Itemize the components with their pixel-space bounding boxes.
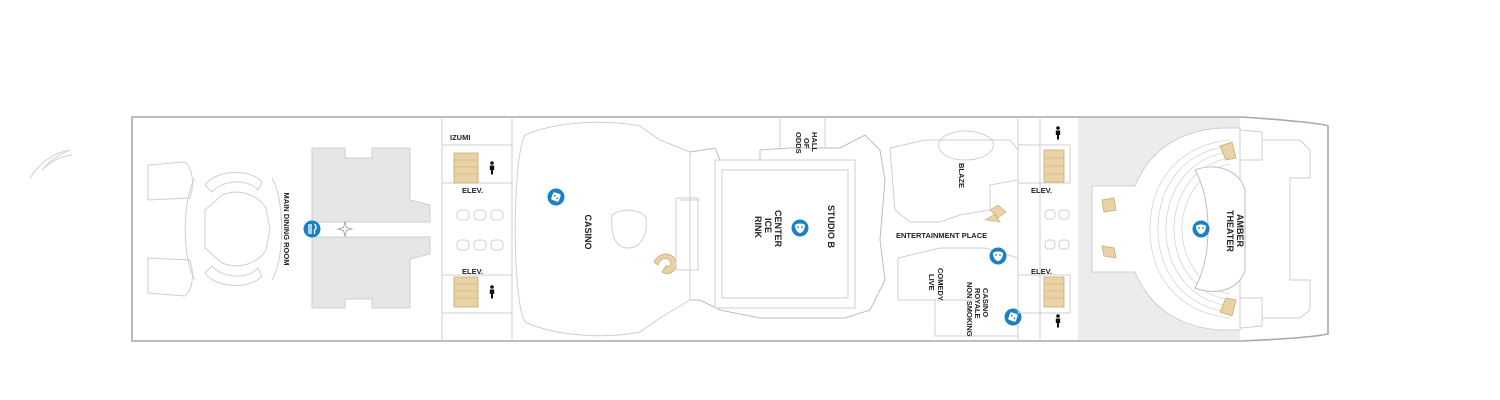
dice-icon[interactable] bbox=[1004, 308, 1022, 326]
mask-icon[interactable] bbox=[791, 219, 809, 237]
svg-text:LIVE: LIVE bbox=[927, 274, 936, 291]
svg-text:NON SMOKING: NON SMOKING bbox=[965, 282, 974, 337]
blaze-label: BLAZE bbox=[957, 163, 966, 188]
amber-theater-area bbox=[1078, 118, 1311, 340]
svg-text:RINK: RINK bbox=[753, 216, 763, 238]
amber-theater-label: AMBER THEATER bbox=[1225, 210, 1245, 252]
fork-knife-icon[interactable] bbox=[303, 220, 321, 238]
comedy-live-label: COMEDY LIVE bbox=[927, 268, 945, 301]
forward-core bbox=[441, 117, 513, 341]
studio-b-label: STUDIO B bbox=[826, 205, 836, 249]
aft-core bbox=[1017, 144, 1071, 314]
center-ice-rink-label: CENTER ICE RINK bbox=[753, 210, 783, 248]
bow-wave-decoration bbox=[29, 149, 73, 179]
svg-text:THEATER: THEATER bbox=[1225, 210, 1235, 252]
main-dining-area bbox=[147, 147, 431, 309]
hall-of-odds-label: HALL OF ODDS bbox=[794, 132, 819, 154]
svg-text:ROYALE: ROYALE bbox=[973, 288, 982, 319]
svg-text:OF: OF bbox=[802, 138, 811, 149]
svg-text:CASINO: CASINO bbox=[981, 288, 990, 317]
elevator-label: ELEV. bbox=[462, 186, 483, 195]
elevator-label: ELEV. bbox=[1031, 267, 1052, 276]
svg-text:COMEDY: COMEDY bbox=[936, 268, 945, 301]
elevator-label: ELEV. bbox=[462, 267, 483, 276]
main-dining-room-label: MAIN DINING ROOM bbox=[282, 193, 291, 266]
svg-text:AMBER: AMBER bbox=[1235, 214, 1245, 247]
casino-royale-non-smoking-label: CASINO ROYALE NON SMOKING bbox=[965, 282, 990, 337]
svg-text:HALL: HALL bbox=[810, 132, 819, 152]
svg-text:CENTER: CENTER bbox=[773, 210, 783, 248]
entertainment-place-area bbox=[889, 117, 1041, 341]
studio-b-area bbox=[675, 117, 886, 319]
svg-text:ODDS: ODDS bbox=[794, 132, 803, 154]
izumi-label: IZUMI bbox=[450, 133, 470, 142]
mask-icon[interactable] bbox=[989, 247, 1007, 265]
hull-outline bbox=[131, 116, 1329, 342]
casino-label: CASINO bbox=[583, 214, 593, 249]
compass-star-icon bbox=[336, 220, 354, 238]
svg-text:ICE: ICE bbox=[763, 218, 773, 233]
dice-icon[interactable] bbox=[547, 188, 565, 206]
entertainment-place-label: ENTERTAINMENT PLACE bbox=[896, 231, 987, 240]
mask-icon[interactable] bbox=[1192, 220, 1210, 238]
casino-area bbox=[514, 121, 691, 337]
elevator-label: ELEV. bbox=[1031, 186, 1052, 195]
